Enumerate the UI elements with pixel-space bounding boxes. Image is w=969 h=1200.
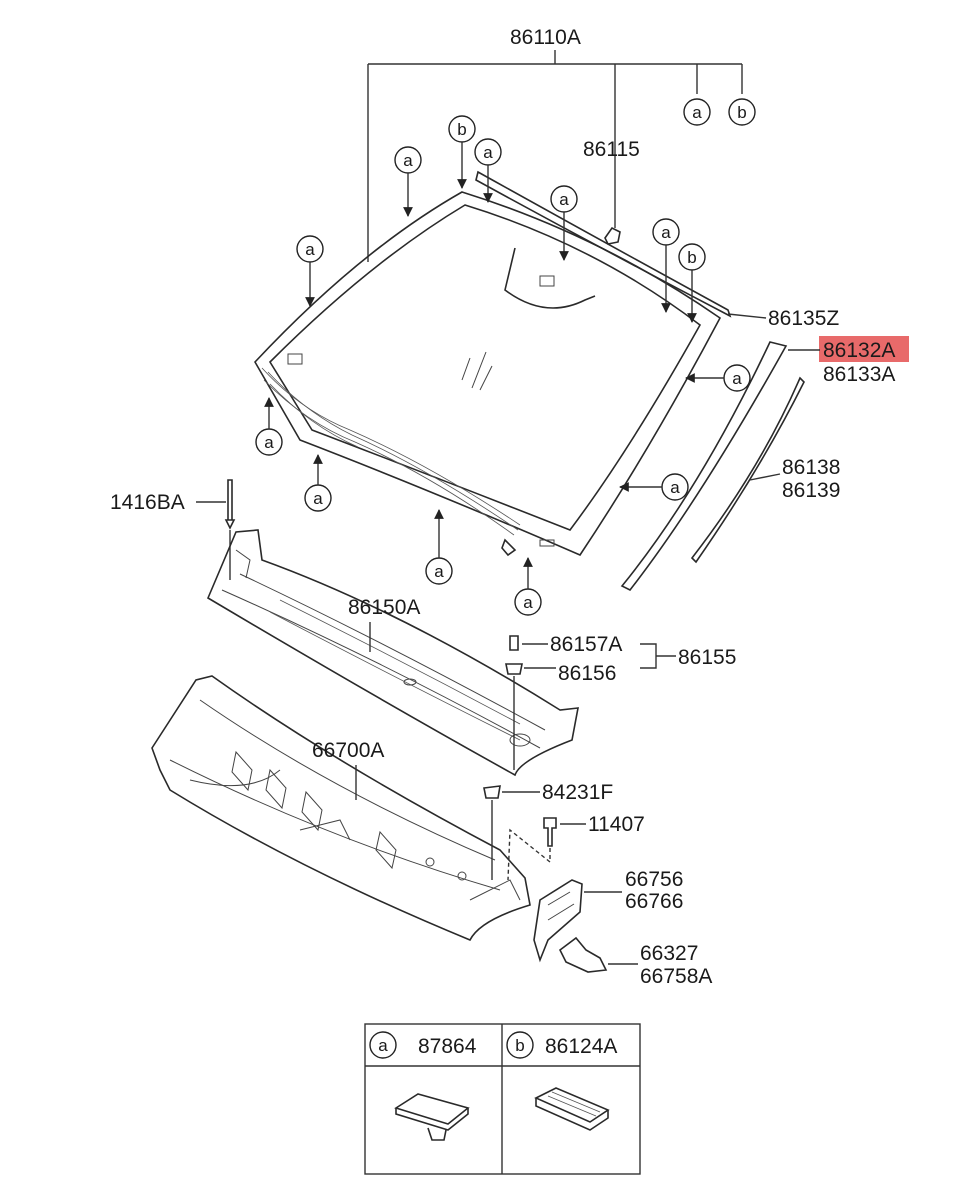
svg-text:a: a [434,562,444,581]
label-group-86110A: 86110A [367,26,743,262]
part-label-84231F[interactable]: 84231F [542,781,613,804]
part-label-86135Z[interactable]: 86135Z [768,307,839,330]
svg-text:a: a [670,478,680,497]
legend-part-b[interactable]: 86124A [545,1035,617,1058]
legend-pad-a-icon [394,1093,470,1125]
part-label-1416BA[interactable]: 1416BA [110,491,185,514]
part-label-86156[interactable]: 86156 [558,662,616,685]
leader-86110A [367,50,743,262]
part-label-86132A[interactable]: 86132A [823,339,895,362]
part-label-66758A[interactable]: 66758A [640,965,712,988]
leader-11407-dashed [507,828,551,881]
svg-text:a: a [732,369,742,388]
callout-a-top: a [683,98,711,126]
part-66700A-cowl-panel [151,675,531,942]
part-11407-bolt [543,817,557,847]
part-66756-bracket [533,879,583,963]
svg-text:a: a [305,240,315,259]
legend-callout-b [506,1031,534,1059]
part-label-86150A[interactable]: 86150A [348,596,420,619]
svg-text:a: a [313,489,323,508]
part-label-66327[interactable]: 66327 [640,942,698,965]
part-label-11407[interactable]: 11407 [588,813,645,836]
part-86135Z-moulding [475,170,732,318]
part-label-86139[interactable]: 86139 [782,479,840,502]
svg-text:a: a [523,593,533,612]
legend-pad-b-icon [534,1087,610,1123]
part-label-86138[interactable]: 86138 [782,456,840,479]
callout-b-top: b [728,98,756,126]
part-86150A-cowl-cover [206,529,579,777]
part-label-86133A[interactable]: 86133A [823,363,895,386]
part-86132A-side-moulding [620,341,788,592]
part-label-66756[interactable]: 66756 [625,868,683,891]
part-84231F-clip [483,785,501,799]
svg-text:a: a [378,1036,388,1055]
svg-text:a: a [692,103,702,122]
windshield-glass [254,191,722,557]
leader-86135Z [727,313,767,319]
part-86157A-screw [509,635,519,651]
part-label-66700A[interactable]: 66700A [312,739,384,762]
svg-text:b: b [457,120,466,139]
part-label-86157A[interactable]: 86157A [550,633,622,656]
svg-text:b: b [737,103,746,122]
part-66756-detail [547,891,575,921]
callouts-windshield: b a a a a b a a a a a a a [255,115,751,616]
legend-table: a 87864 b 86124A [364,1023,641,1175]
part-86156-nut [505,663,523,675]
svg-text:a: a [661,223,671,242]
part-label-86110A[interactable]: 86110A [510,26,581,49]
svg-text:a: a [559,190,569,209]
svg-text:b: b [687,248,696,267]
highlight-86132A [819,336,909,362]
part-label-86155[interactable]: 86155 [678,646,736,669]
part-86115-clip [604,226,621,245]
leader-86138 [749,473,781,481]
svg-text:b: b [515,1036,524,1055]
legend-pad-a-tab [427,1127,447,1141]
svg-text:a: a [483,143,493,162]
part-1416BA-bolt [224,479,236,530]
part-label-86115[interactable]: 86115 [583,138,640,161]
part-66327-bracket [558,936,608,973]
part-label-66766[interactable]: 66766 [625,890,683,913]
legend-pad-a-edge [395,1108,469,1131]
part-86138-strip [690,376,805,564]
svg-text:a: a [264,433,274,452]
svg-text:a: a [403,151,413,170]
legend-pad-b-edge [535,1098,609,1131]
legend-part-a[interactable]: 87864 [418,1035,477,1058]
bracket-86155 [640,643,676,669]
legend-callout-a [369,1031,397,1059]
